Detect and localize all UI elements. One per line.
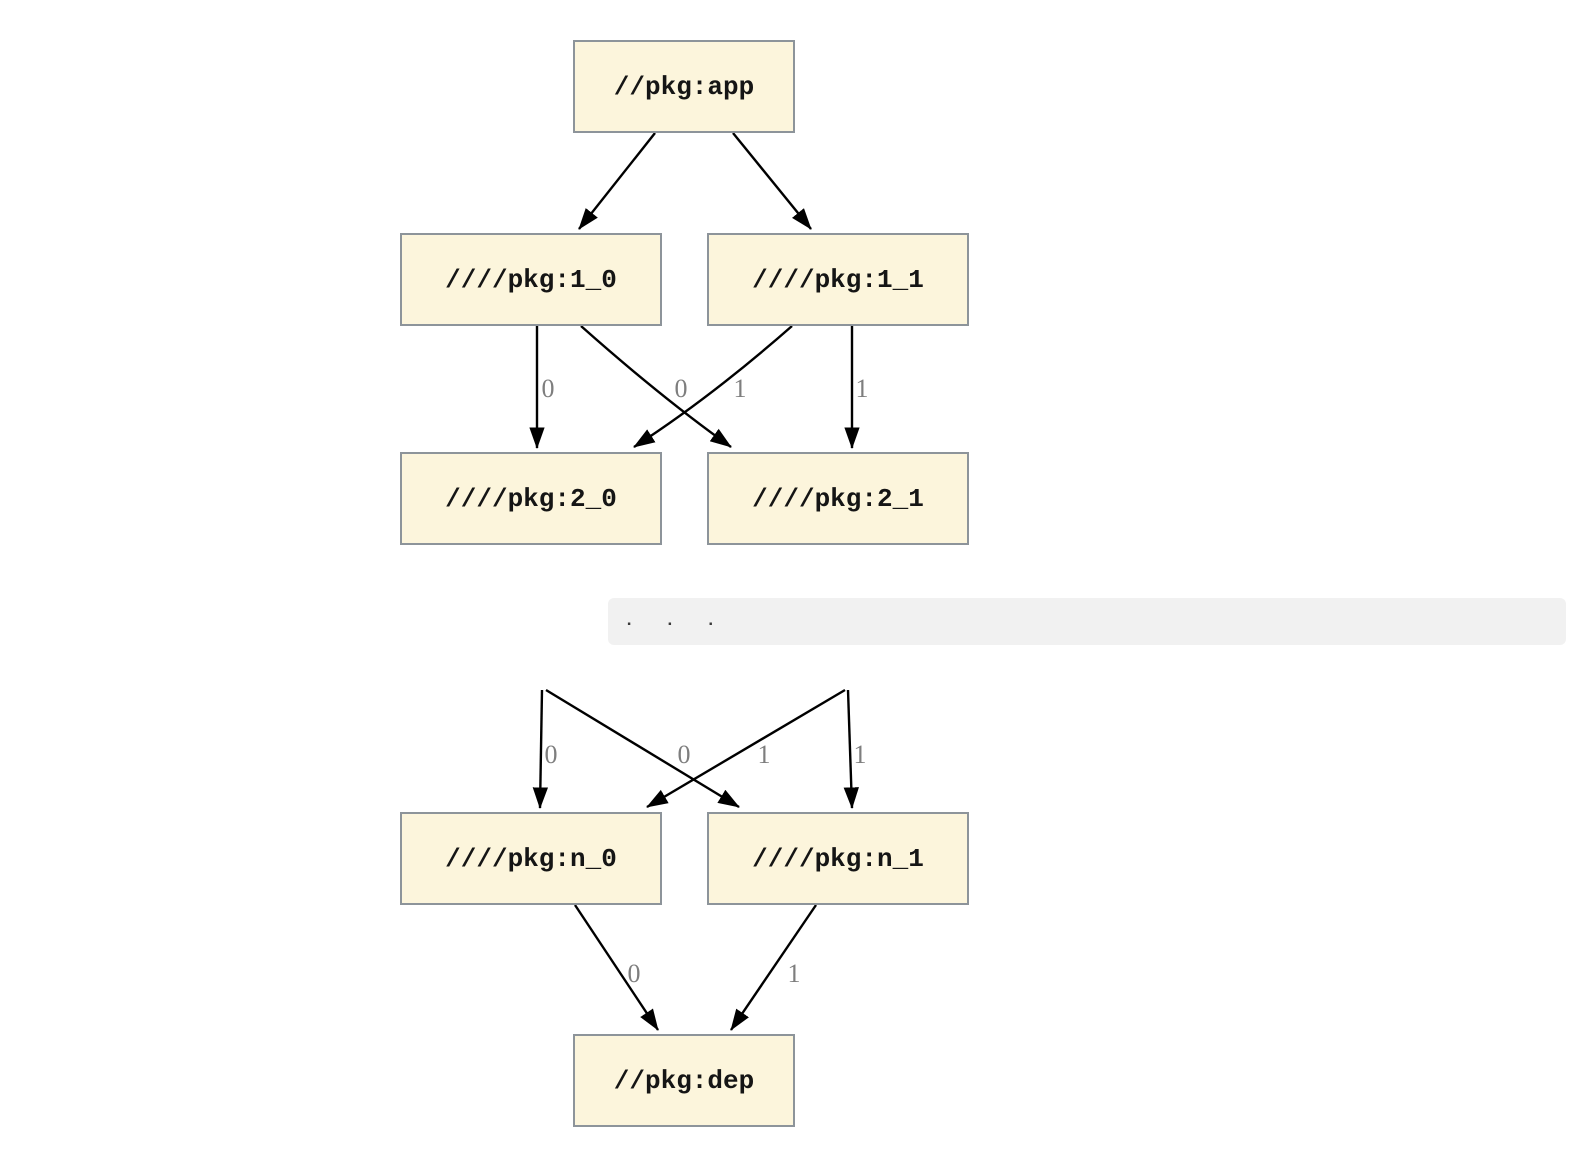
graph-node-n_0: ////pkg:n_0 bbox=[400, 812, 662, 905]
node-label-1_1: ////pkg:1_1 bbox=[752, 264, 924, 295]
graph-node-2_1: ////pkg:2_1 bbox=[707, 452, 969, 545]
edge-label-1_0-to-2_0: 0 bbox=[542, 374, 555, 403]
graph-node-dep: //pkg:dep bbox=[573, 1034, 795, 1127]
edge-label-prev-left-to-n_1: 0 bbox=[678, 740, 691, 769]
node-label-dep: //pkg:dep bbox=[613, 1065, 755, 1096]
edge-label-1_0-to-2_1: 0 bbox=[675, 374, 688, 403]
node-label-app: //pkg:app bbox=[613, 71, 755, 102]
edge-prev-right-to-n_1 bbox=[843, 689, 859, 809]
node-label-n_1: ////pkg:n_1 bbox=[752, 843, 924, 874]
edge-label-n_1-to-dep: 1 bbox=[788, 959, 801, 988]
edge-n_0-to-dep bbox=[574, 904, 659, 1031]
ellipsis-code-block: . . . bbox=[608, 598, 1566, 645]
graph-node-app: //pkg:app bbox=[573, 40, 795, 133]
edge-prev-right-to-n_0 bbox=[646, 688, 846, 809]
edge-label-n_0-to-dep: 0 bbox=[628, 959, 641, 988]
edge-label-1_1-to-2_1: 1 bbox=[856, 374, 869, 403]
ellipsis-text: . . . bbox=[624, 612, 716, 631]
graph-node-n_1: ////pkg:n_1 bbox=[707, 812, 969, 905]
edge-label-prev-left-to-n_0: 0 bbox=[545, 740, 558, 769]
edge-prev-left-to-n_0 bbox=[532, 689, 549, 809]
node-label-n_0: ////pkg:n_0 bbox=[445, 843, 617, 874]
graph-node-1_0: ////pkg:1_0 bbox=[400, 233, 662, 326]
node-label-1_0: ////pkg:1_0 bbox=[445, 264, 617, 295]
node-label-2_1: ////pkg:2_1 bbox=[752, 483, 924, 514]
edge-1_0-to-2_1 bbox=[580, 325, 732, 448]
graph-node-1_1: ////pkg:1_1 bbox=[707, 233, 969, 326]
edge-label-prev-right-to-n_1: 1 bbox=[854, 740, 867, 769]
node-label-2_0: ////pkg:2_0 bbox=[445, 483, 617, 514]
edge-app-to-1_1 bbox=[732, 132, 812, 230]
edge-label-prev-right-to-n_0: 1 bbox=[758, 740, 771, 769]
edge-n_1-to-dep bbox=[730, 904, 817, 1031]
edge-prev-left-to-n_1 bbox=[545, 688, 740, 809]
edge-app-to-1_0 bbox=[578, 132, 656, 230]
graph-node-2_0: ////pkg:2_0 bbox=[400, 452, 662, 545]
edge-1_1-to-2_0 bbox=[633, 325, 793, 449]
edge-label-1_1-to-2_0: 1 bbox=[734, 374, 747, 403]
